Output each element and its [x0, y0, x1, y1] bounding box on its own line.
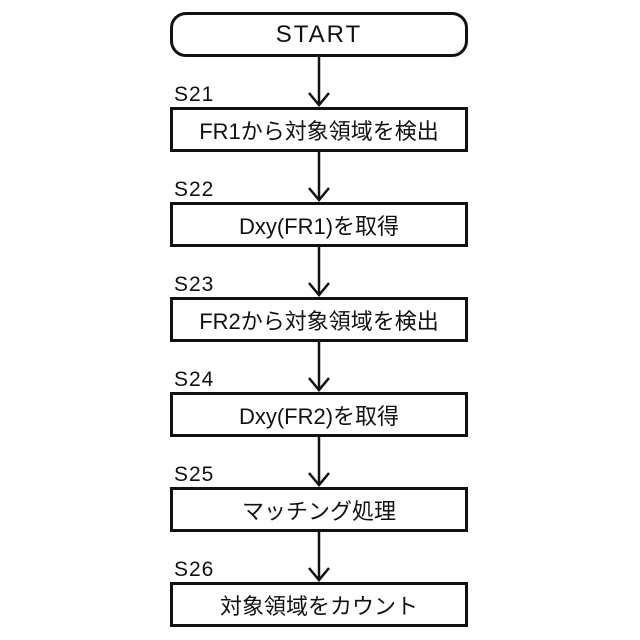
- process-box-s22: Dxy(FR1)を取得: [170, 202, 468, 247]
- flow-arrow: [308, 530, 330, 582]
- process-box-s24: Dxy(FR2)を取得: [170, 392, 468, 437]
- step-label-s25: S25: [174, 463, 215, 486]
- step-label-s26: S26: [174, 558, 215, 581]
- step-label-s23: S23: [174, 273, 215, 296]
- flow-arrow: [308, 55, 330, 107]
- process-box-s21: FR1から対象領域を検出: [170, 107, 468, 152]
- start-terminal: START: [170, 12, 468, 57]
- flow-arrow: [308, 435, 330, 487]
- flow-arrow: [308, 150, 330, 202]
- flow-arrow: [308, 245, 330, 297]
- step-label-s24: S24: [174, 368, 215, 391]
- flow-arrow: [308, 340, 330, 392]
- step-label-s21: S21: [174, 83, 215, 106]
- step-label-s22: S22: [174, 178, 215, 201]
- process-box-s26: 対象領域をカウント: [170, 582, 468, 627]
- process-box-s25: マッチング処理: [170, 487, 468, 532]
- process-box-s23: FR2から対象領域を検出: [170, 297, 468, 342]
